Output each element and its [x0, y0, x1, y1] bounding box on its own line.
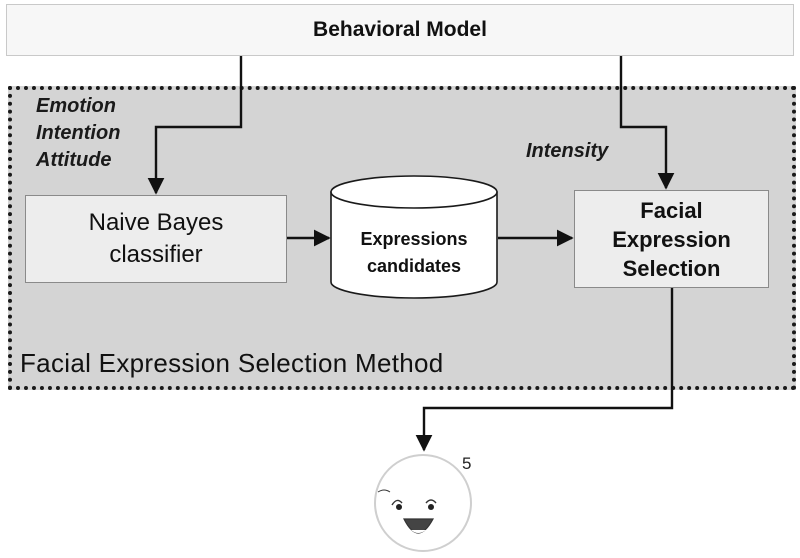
smiling-face-icon	[374, 454, 472, 552]
naive-bayes-classifier-box: Naive Bayes classifier	[25, 195, 287, 283]
arrow-model-to-selection	[619, 56, 675, 190]
facial-expression-selection-box: Facial Expression Selection	[574, 190, 769, 288]
attitude-label: Attitude	[36, 149, 112, 171]
arrow-model-to-naive-bayes	[147, 56, 243, 195]
selection-line-1: Facial	[640, 197, 703, 223]
behavioral-model-label: Behavioral Model	[313, 18, 487, 41]
intention-label: Intention	[36, 122, 121, 144]
input-labels-left: Emotion Intention Attitude	[36, 93, 120, 174]
intensity-label: Intensity	[526, 140, 609, 162]
expressions-candidates-label: Expressions candidates	[330, 226, 498, 280]
selection-line-3: Selection	[622, 255, 721, 281]
emotion-label: Emotion	[36, 95, 116, 117]
behavioral-model-box: Behavioral Model	[6, 4, 794, 56]
face-number-label: 5	[462, 454, 472, 473]
naive-bayes-line-2: classifier	[109, 241, 203, 268]
selection-method-label: Facial Expression Selection Method	[20, 348, 444, 378]
arrow-selection-to-output	[415, 288, 674, 452]
expressions-candidates-cylinder	[330, 175, 498, 299]
candidates-line-1: Expressions	[360, 229, 468, 249]
naive-bayes-line-1: Naive Bayes	[88, 209, 224, 236]
selection-line-2: Expression	[612, 226, 731, 252]
candidates-line-2: candidates	[366, 256, 462, 276]
